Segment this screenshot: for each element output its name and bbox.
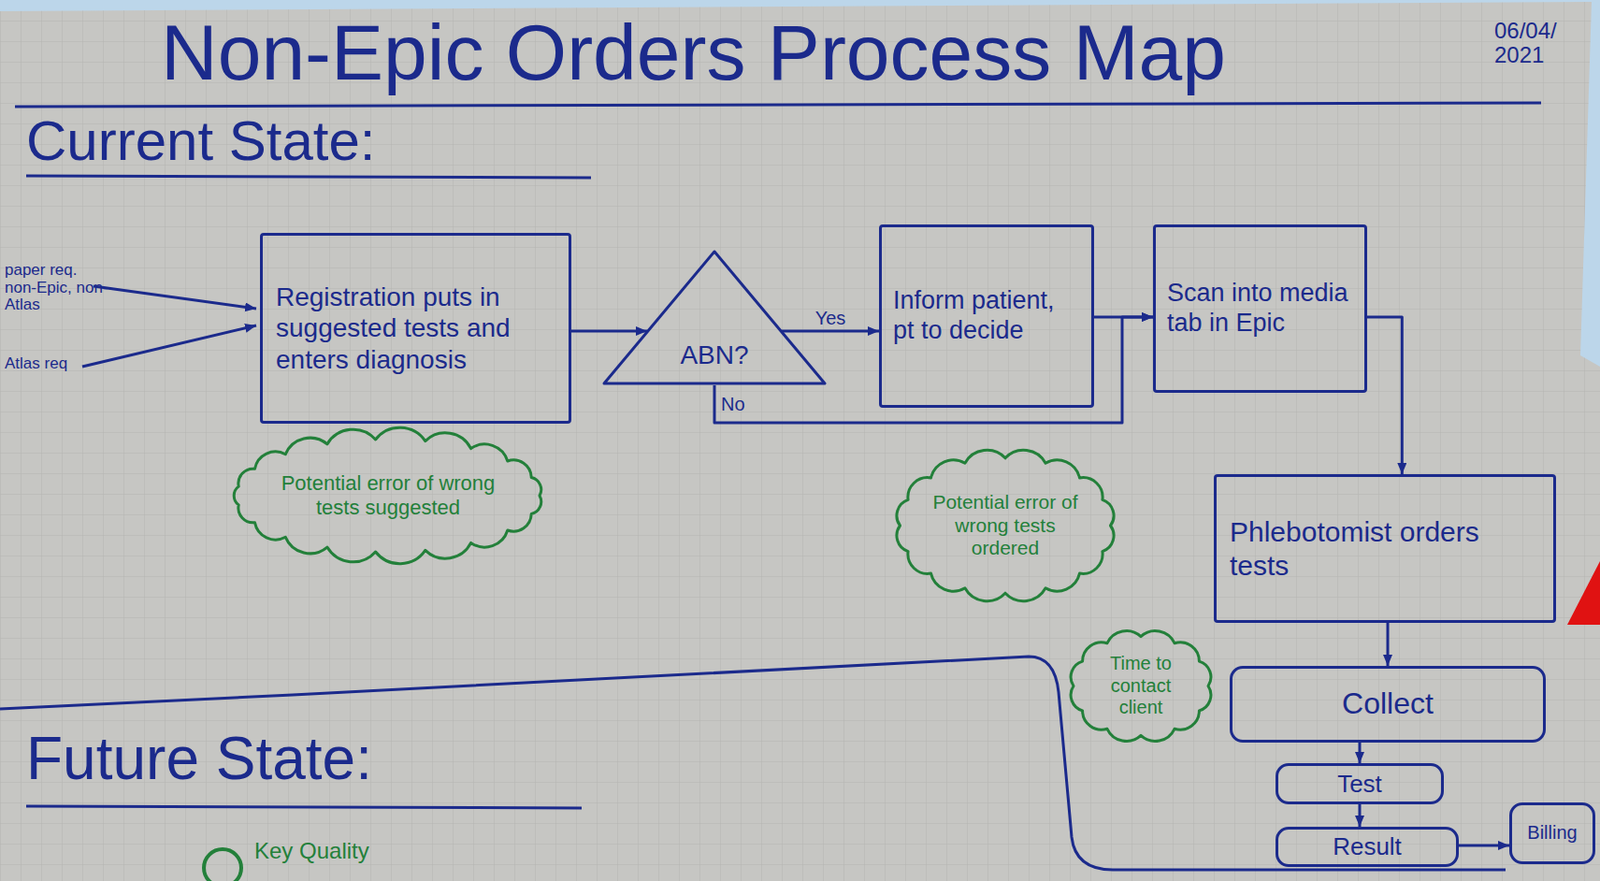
process-box: Inform patient, pt to decide [879, 224, 1095, 408]
node-text: Potential error of wrong tests suggested [276, 471, 500, 520]
flow-connector [1386, 622, 1390, 666]
process-box: Registration puts in suggested tests and… [259, 232, 572, 424]
section-heading: Current State: [26, 110, 625, 173]
flow-connector [1358, 804, 1362, 827]
node-text: Scan into media tab in Epic [1167, 278, 1354, 339]
edge-label: No [720, 393, 746, 415]
flow-connector [1458, 844, 1510, 848]
step-box: Result [1275, 826, 1459, 867]
node-text: Registration puts in suggested tests and… [275, 281, 556, 375]
flow-connector [571, 330, 648, 333]
node-text: Phlebotomist orders tests [1229, 515, 1541, 582]
quality-callout: Potential error of wrong tests ordered [888, 446, 1123, 605]
title-underline [14, 102, 1542, 107]
node-text: Collect [1341, 686, 1434, 722]
input-label: Atlas req [4, 355, 99, 374]
edge-label: Yes [815, 307, 847, 329]
triangle-shape [604, 251, 825, 384]
cloud-shape [1070, 631, 1211, 742]
node-text: Inform patient, pt to decide [893, 286, 1081, 346]
section-divider [0, 656, 1506, 870]
legend-circle [203, 849, 242, 881]
legend-sample [198, 837, 247, 881]
input-label: paper req. non-Epic, non-Atlas [4, 261, 110, 315]
node-text: Test [1337, 769, 1383, 799]
step-box: Collect [1229, 665, 1546, 743]
cloud-shape [233, 427, 541, 563]
heading-underline [26, 806, 582, 808]
flow-connector [781, 330, 880, 333]
input-arrow [93, 286, 257, 309]
decision-triangle: ABN? [602, 249, 827, 386]
cloud-shape [896, 449, 1114, 601]
legend-item: Key Quality [198, 837, 370, 880]
step-box: Billing [1509, 802, 1596, 865]
quality-callout: Potential error of wrong tests suggested [219, 430, 557, 562]
flow-connector [1367, 317, 1402, 475]
process-box: Phlebotomist orders tests [1213, 474, 1557, 623]
quality-callout: Time to contact client [1066, 628, 1216, 744]
date-label: 06/04/ 2021 [1494, 18, 1573, 69]
heading-underline [26, 175, 591, 178]
flow-connector [1358, 742, 1362, 764]
node-text: Billing [1527, 821, 1577, 845]
section-heading: Future State: [26, 725, 625, 792]
node-text: Time to contact client [1091, 652, 1191, 720]
legend-text: Key Quality [254, 837, 370, 865]
node-text: Result [1332, 832, 1402, 862]
red-marker [1567, 561, 1600, 625]
node-text: Potential error of wrong tests ordered [928, 490, 1082, 561]
diagram-title: Non-Epic Orders Process Map [160, 9, 1226, 96]
process-box: Scan into media tab in Epic [1153, 224, 1368, 393]
input-arrow [82, 325, 257, 367]
node-text: ABN? [679, 339, 749, 371]
step-box: Test [1275, 763, 1444, 805]
